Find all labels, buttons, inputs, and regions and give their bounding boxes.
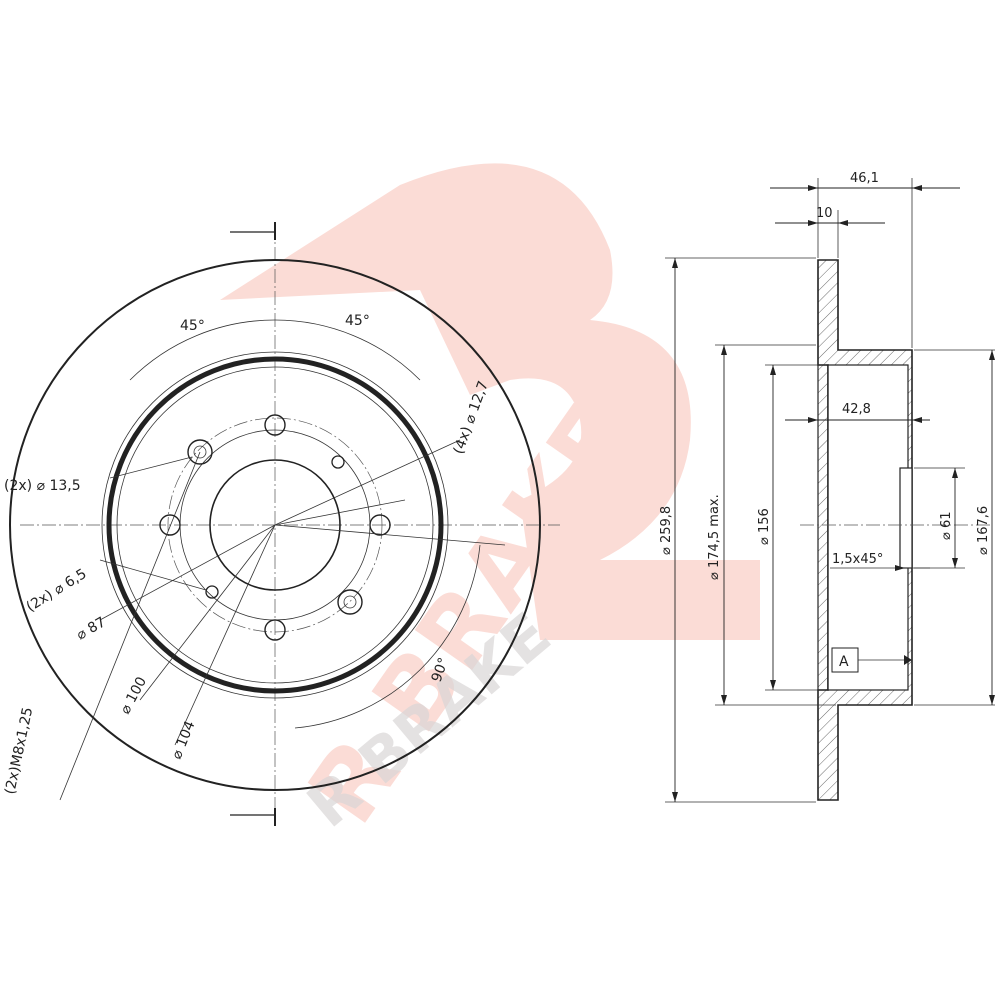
hole-2x-13-label: (2x) ⌀ 13,5 bbox=[4, 478, 81, 494]
angle-label-left: 45° bbox=[180, 318, 205, 334]
dia-center-label: ⌀ 61 bbox=[939, 511, 954, 540]
center-bore-section bbox=[899, 467, 913, 569]
angle-arc-90 bbox=[294, 544, 481, 729]
threaded-holes bbox=[187, 439, 363, 615]
dia-104-label: ⌀ 104 bbox=[169, 719, 199, 762]
bolt-hole-top bbox=[264, 414, 286, 436]
leader-2x-6 bbox=[99, 559, 207, 591]
dim-arrows-thickness bbox=[808, 220, 848, 226]
datum-triangle bbox=[904, 655, 912, 665]
threaded-hole-upper-left bbox=[187, 439, 213, 465]
datum-feature: A bbox=[831, 647, 912, 673]
angle-arc-45-right bbox=[274, 319, 421, 381]
dia-friction-label: ⌀ 174,5 max. bbox=[707, 494, 722, 580]
side-section-view: 46,1 10 42,8 ⌀ 259,8 ⌀ 174,5 max. ⌀ 156 … bbox=[659, 171, 995, 803]
bolt-hole-bottom bbox=[264, 619, 286, 641]
hat-wall bbox=[817, 364, 829, 691]
dia-hat-label: ⌀ 156 bbox=[757, 508, 772, 545]
dia-87-label: ⌀ 87 bbox=[74, 614, 109, 643]
front-view: 45° 45° 90° (4x) ⌀ 12,7 (2x) ⌀ 13,5 (2x)… bbox=[2, 222, 560, 826]
leader-104 bbox=[174, 524, 276, 746]
bolt-holes bbox=[159, 414, 391, 641]
leader-87 bbox=[99, 524, 276, 621]
bolt-hole-right bbox=[369, 514, 391, 536]
threaded-hole-upper-left-core bbox=[193, 445, 207, 459]
angle-arc-45-left bbox=[129, 319, 276, 381]
locator-holes bbox=[205, 455, 345, 599]
chamfer-label: 1,5x45° bbox=[832, 552, 883, 567]
brand-watermark: R BRAKE R BRAKE bbox=[220, 163, 760, 843]
dim-thickness-label: 10 bbox=[816, 206, 833, 221]
center-bore bbox=[209, 459, 341, 591]
dim-hat-depth-label: 42,8 bbox=[842, 402, 871, 417]
dia-100-label: ⌀ 100 bbox=[117, 674, 150, 716]
thread-label: (2x)M8x1,25 bbox=[2, 706, 36, 796]
leader-thread bbox=[59, 451, 201, 801]
hat-outer-ring bbox=[106, 356, 444, 694]
disc-outer-edge bbox=[9, 259, 541, 791]
dim-total-width-label: 46,1 bbox=[850, 171, 879, 186]
threaded-hole-lower-right-core bbox=[343, 595, 357, 609]
chamfer-arrow bbox=[895, 565, 905, 571]
dia-outer-label: ⌀ 259,8 bbox=[659, 506, 674, 555]
bolt-pitch-circle bbox=[167, 417, 383, 633]
datum-label: A bbox=[839, 654, 849, 670]
leader-90-ref bbox=[274, 524, 506, 546]
locator-hole-upper-right bbox=[331, 455, 345, 469]
leader-100 bbox=[139, 524, 276, 701]
hat-inner-ring bbox=[116, 366, 434, 684]
watermark-logo-shape bbox=[220, 163, 760, 641]
dia-hat-outer-label: ⌀ 167,6 bbox=[976, 506, 991, 555]
leader-4x bbox=[274, 439, 461, 526]
friction-ring-inner bbox=[101, 351, 449, 699]
hat-face bbox=[827, 364, 909, 691]
side-dimensions: 46,1 10 42,8 ⌀ 259,8 ⌀ 174,5 max. ⌀ 156 … bbox=[659, 171, 995, 802]
bolt-hole-left bbox=[159, 514, 181, 536]
leader-2x-13 bbox=[109, 456, 193, 479]
angle-label-right: 45° bbox=[345, 313, 370, 329]
threaded-hole-lower-right bbox=[337, 589, 363, 615]
angle-label-bottom: 90° bbox=[429, 656, 453, 685]
dim-arrows-center bbox=[952, 468, 958, 568]
locator-hole-lower-left bbox=[205, 585, 219, 599]
hole-2x-6-label: (2x) ⌀ 6,5 bbox=[24, 566, 90, 615]
leader-right-hole bbox=[274, 499, 406, 526]
leader-lines bbox=[59, 439, 506, 801]
